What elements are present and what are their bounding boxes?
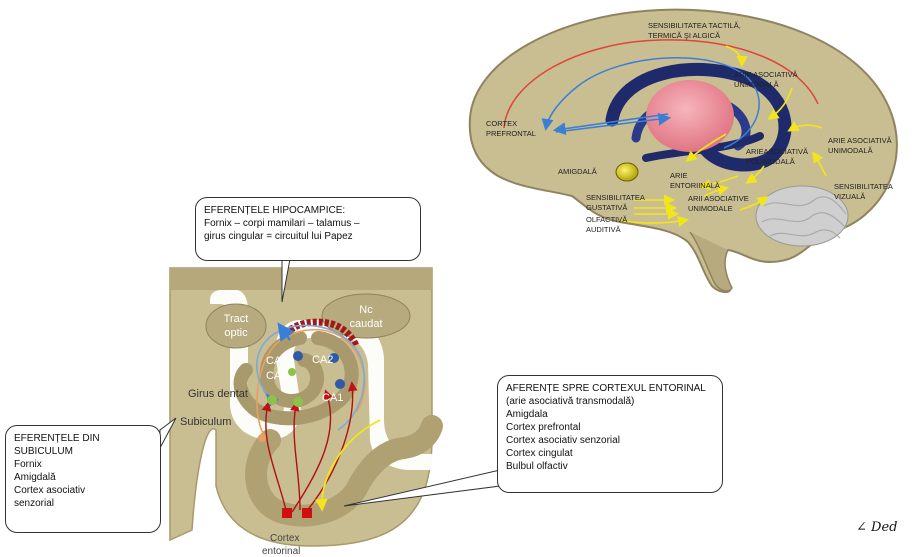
callout-eferente-subiculum: EFERENȚELE DIN SUBICULUM Fornix Amigdală… xyxy=(5,425,161,533)
label-tract-optic: Tract xyxy=(224,313,249,325)
label-arii-unimodale-2: UNIMODALE xyxy=(688,204,733,213)
label-arie-polimodala-2: POLIMODALĂ xyxy=(746,157,795,166)
callout-eferente-hipocampice-line-1: EFERENȚELE HIPOCAMPICE: xyxy=(204,204,412,217)
label-subiculum: Subiculum xyxy=(180,416,231,428)
callout-aferente-line-1: AFERENȚE SPRE CORTEXUL ENTORINAL xyxy=(506,382,714,395)
label-nc-caudat: Nc xyxy=(359,304,373,316)
callout-subiculum-line-1: EFERENȚELE DIN xyxy=(14,432,152,445)
label-arie-entorinala-2: ENTORIINALĂ xyxy=(670,181,720,190)
label-arie-entorinala: ARIE xyxy=(670,171,688,180)
author-signature: ∠ Ded xyxy=(856,520,897,535)
label-girus-dentat: Girus dentat xyxy=(188,388,248,400)
label-cortex-entorinal-2: entorinal xyxy=(262,546,300,557)
label-tract-optic-2: optic xyxy=(224,327,248,339)
ca4-neuron xyxy=(288,368,296,376)
label-cortex-prefrontal-2: PREFRONTAL xyxy=(486,129,536,138)
label-arie-unimodala-right: ARIE ASOCIATIVĂ xyxy=(828,136,892,145)
brain-sagittal-view: SENSIBILITATEA TACTILĂ, TERMICĂ ŞI ALGIC… xyxy=(470,10,897,292)
ca3-neuron xyxy=(293,351,303,361)
label-ca1: CA1 xyxy=(322,392,343,404)
amygdala-sphere xyxy=(616,163,638,181)
label-olfactiva: OLFACTIVĂ xyxy=(586,215,627,224)
ca1-neuron xyxy=(335,379,345,389)
callout-eferente-hipocampice-line-2: Fornix – corpi mamilari – talamus – xyxy=(204,217,412,230)
label-cortex-prefrontal: CORTEX xyxy=(486,119,517,128)
callout-aferente-line-4: Cortex prefrontal xyxy=(506,421,714,434)
label-sens-gustativa: SENSIBILITATEA xyxy=(586,193,645,202)
tissue-top-band xyxy=(170,268,432,290)
label-auditiva: AUDITIVĂ xyxy=(586,225,621,234)
label-ca2: CA2 xyxy=(312,354,333,366)
callout-eferente-hipocampice: EFERENȚELE HIPOCAMPICE: Fornix – corpi m… xyxy=(195,197,421,261)
label-sens-termica: TERMICĂ ŞI ALGICĂ xyxy=(648,31,720,40)
entorhinal-neuron-2 xyxy=(302,508,312,518)
callout-aferente-line-3: Amigdala xyxy=(506,408,714,421)
callout-subiculum-line-4: Amigdală xyxy=(14,471,152,484)
label-sens-tactila: SENSIBILITATEA TACTILĂ, xyxy=(648,21,741,30)
tract-optic xyxy=(206,304,266,348)
callout-aferente-entorinal: AFERENȚE SPRE CORTEXUL ENTORINAL (arie a… xyxy=(497,375,723,493)
dentate-neuron-2 xyxy=(293,397,303,407)
callout-aferente-line-5: Cortex asociativ senzorial xyxy=(506,434,714,447)
label-sens-vizuala-2: VIZUALĂ xyxy=(834,192,865,201)
label-sens-vizuala: SENSIBILITATEA xyxy=(834,182,893,191)
label-arie-unimodala-top-2: UNIMODALĂ xyxy=(734,80,779,89)
label-arie-unimodala-right-2: UNIMODALĂ xyxy=(828,146,873,155)
callout-subiculum-line-5: Cortex asociativ xyxy=(14,484,152,497)
label-sens-gustativa-2: GUSTATIVĂ xyxy=(586,203,627,212)
label-ca3: CA3 xyxy=(266,355,287,367)
dentate-neuron-1 xyxy=(267,395,277,405)
label-amigdala: AMIGDALĂ xyxy=(558,167,597,176)
callout-subiculum-line-3: Fornix xyxy=(14,458,152,471)
callout-aferente-line-2: (arie asociativă transmodală) xyxy=(506,395,714,408)
label-nc-caudat-2: caudat xyxy=(349,318,382,330)
hippocampus-section: Tract optic Nc caudat CA3 CA2 CA4 CA1 Gi… xyxy=(170,268,432,557)
label-arie-unimodala-top: ARIE ASOCIATIVĂ xyxy=(734,70,798,79)
callout-aferente-line-7: Bulbul olfactiv xyxy=(506,460,714,473)
entorhinal-neuron-1 xyxy=(282,508,292,518)
label-ca4: CA4 xyxy=(266,370,287,382)
label-arie-polimodala: ARIEASOCIATIVĂ xyxy=(746,147,808,156)
callout-aferente-line-6: Cortex cingulat xyxy=(506,447,714,460)
callout-subiculum-line-2: SUBICULUM xyxy=(14,445,152,458)
subiculum-neuron xyxy=(258,434,266,442)
callout-subiculum-line-6: senzorial xyxy=(14,497,152,510)
label-arii-unimodale: ARII ASOCIATIVE xyxy=(688,194,749,203)
label-cortex-entorinal: Cortex xyxy=(270,533,299,544)
callout-eferente-hipocampice-line-3: girus cingular = circuitul lui Papez xyxy=(204,230,412,243)
